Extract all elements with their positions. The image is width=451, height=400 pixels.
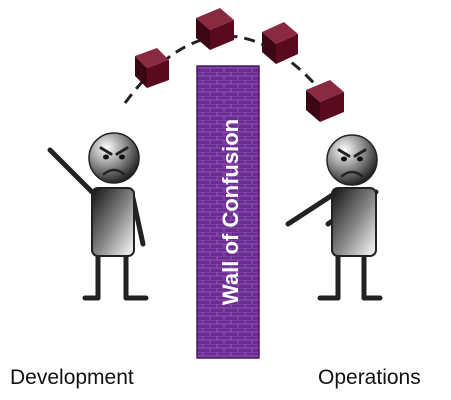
development-head [88,132,140,184]
operations-head [326,134,378,186]
development-figure [47,132,149,301]
box-4 [306,80,344,122]
box-3 [262,22,298,64]
wall-label: Wall of Confusion [218,119,243,305]
box-2 [196,8,234,50]
operations-label: Operations [318,366,421,389]
wall-of-confusion: Wall of Confusion [196,65,260,359]
development-label: Development [10,366,134,389]
operations-figure [285,134,383,301]
box-1 [135,48,169,88]
